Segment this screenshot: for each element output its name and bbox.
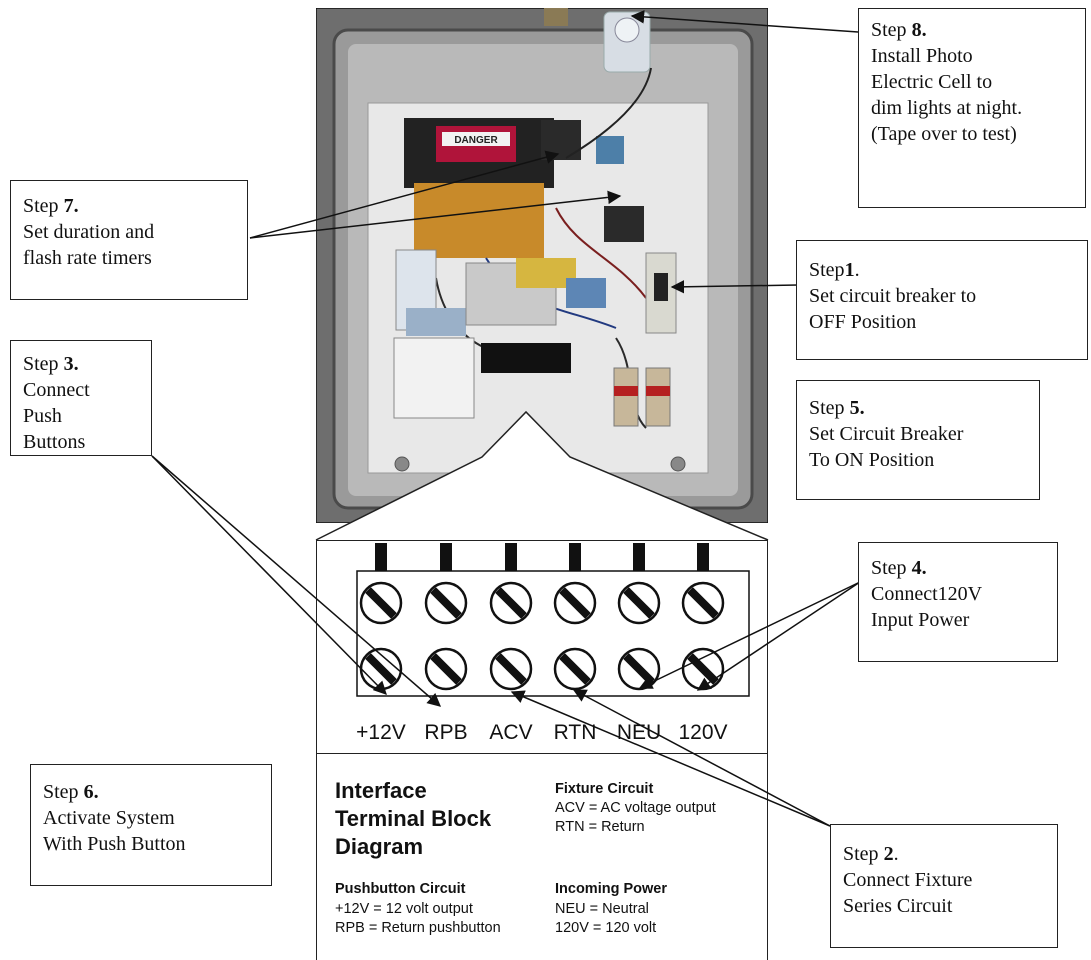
- terminal-label-rtn: RTN: [545, 721, 605, 745]
- terminal-screw-top-120v[interactable]: [683, 583, 723, 623]
- step-1-callout: Step1. Set circuit breaker to OFF Positi…: [796, 240, 1088, 360]
- terminal-label-rpb: RPB: [416, 721, 476, 745]
- pushbutton-circuit-heading: Pushbutton Circuit: [335, 881, 466, 897]
- terminal-label-12v: +12V: [351, 721, 411, 745]
- fixture-circuit-heading: Fixture Circuit: [555, 781, 653, 797]
- terminal-screw-bottom-neu[interactable]: [619, 649, 659, 689]
- terminal-label-acv: ACV: [481, 721, 541, 745]
- step-5-callout: Step 5. Set Circuit Breaker To ON Positi…: [796, 380, 1040, 500]
- terminal-screw-bottom-12v[interactable]: [361, 649, 401, 689]
- terminal-block-diagram: +12V RPB ACV RTN NEU 120V Interface Term…: [316, 540, 768, 960]
- terminal-screw-bottom-rpb[interactable]: [426, 649, 466, 689]
- danger-sticker: DANGER: [436, 126, 516, 162]
- enclosure-photo: DANGER: [316, 8, 768, 523]
- terminal-screw-top-rpb[interactable]: [426, 583, 466, 623]
- step-8-callout: Step 8. Install Photo Electric Cell to d…: [858, 8, 1086, 208]
- pushbutton-circuit-legend: +12V = 12 volt output RPB = Return pushb…: [335, 900, 501, 938]
- flash-rate-timer[interactable]: [604, 206, 644, 242]
- terminal-label-neu: NEU: [609, 721, 669, 745]
- step-2-callout: Step 2. Connect Fixture Series Circuit: [830, 824, 1058, 948]
- incoming-power-heading: Incoming Power: [555, 881, 667, 897]
- step-7-callout: Step 7. Set duration and flash rate time…: [10, 180, 248, 300]
- terminal-screw-top-rtn[interactable]: [555, 583, 595, 623]
- terminal-screw-top-acv[interactable]: [491, 583, 531, 623]
- terminal-screw-bottom-acv[interactable]: [491, 649, 531, 689]
- terminal-screw-bottom-rtn[interactable]: [555, 649, 595, 689]
- step-4-callout: Step 4. Connect120V Input Power: [858, 542, 1058, 662]
- step-6-callout: Step 6. Activate System With Push Button: [30, 764, 272, 886]
- step-3-callout: Step 3. Connect Push Buttons: [10, 340, 152, 456]
- diagram-title: Interface Terminal Block Diagram: [335, 777, 491, 861]
- terminal-screw-top-12v[interactable]: [361, 583, 401, 623]
- terminal-block-photo: [481, 343, 571, 373]
- terminal-screw-top-neu[interactable]: [619, 583, 659, 623]
- incoming-power-legend: NEU = Neutral 120V = 120 volt: [555, 900, 656, 938]
- terminal-label-120v: 120V: [673, 721, 733, 745]
- duration-timer[interactable]: [541, 120, 581, 160]
- fixture-circuit-legend: ACV = AC voltage output RTN = Return: [555, 799, 716, 837]
- transformer: DANGER: [404, 118, 554, 258]
- terminal-screw-bottom-120v[interactable]: [683, 649, 723, 689]
- danger-text: DANGER: [454, 135, 498, 146]
